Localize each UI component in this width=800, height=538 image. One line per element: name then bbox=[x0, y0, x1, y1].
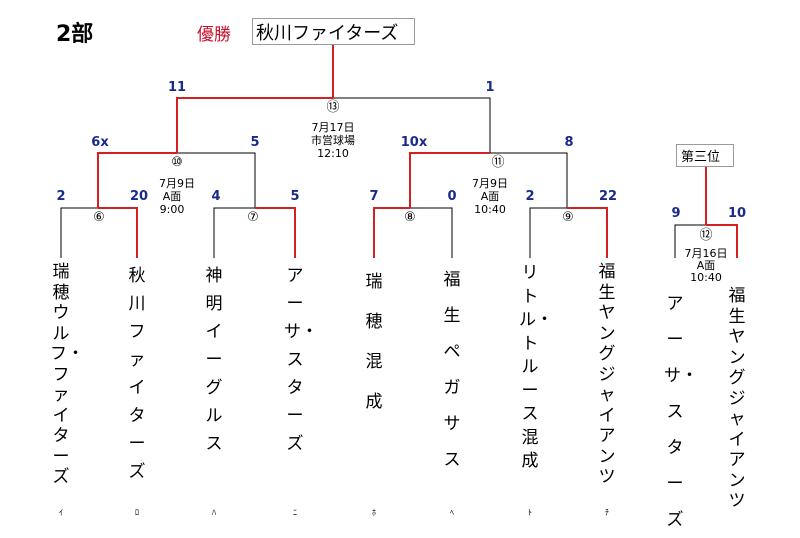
score-g8-right: 0 bbox=[447, 189, 457, 204]
champion-label: 優勝 bbox=[197, 25, 231, 45]
game-number-g10: ⑩ bbox=[171, 155, 183, 170]
team-marker-3: ﾊ bbox=[212, 508, 216, 517]
division-title: 2部 bbox=[56, 22, 94, 47]
team-name-1: 瑞穂ウルフ・ファイターズ bbox=[50, 262, 84, 487]
bracket-line-g6-left bbox=[60, 207, 98, 258]
bracket-line-g10-right bbox=[177, 152, 256, 208]
team-name-8: 福生ヤングジャイアンツ bbox=[598, 262, 616, 487]
team-name-2: 秋川ファイターズ bbox=[128, 266, 146, 482]
game-date-g10: 7月9日 bbox=[159, 177, 195, 190]
champion-box bbox=[252, 18, 415, 45]
score-g13-left: 11 bbox=[167, 80, 187, 95]
team-name-4: アーサ・スターズ bbox=[284, 266, 318, 454]
team-marker-7: ﾄ bbox=[528, 508, 532, 517]
team-name-10: 福生ヤングジャイアンツ bbox=[728, 286, 746, 511]
bracket-line-g9-left bbox=[529, 207, 567, 258]
game-field-g11: A面 bbox=[480, 190, 500, 203]
champion-name: 秋川ファイターズ bbox=[256, 23, 399, 44]
score-g12-left: 9 bbox=[671, 206, 681, 221]
score-g10-left: 6x bbox=[91, 135, 109, 150]
winner-line-g11 bbox=[409, 152, 490, 208]
score-g11-left: 10x bbox=[400, 135, 428, 150]
game-number-g8: ⑧ bbox=[404, 210, 416, 225]
bracket-line-g7-left bbox=[213, 207, 255, 258]
game-field-g10: A面 bbox=[162, 190, 182, 203]
winner-line-g6 bbox=[98, 207, 138, 258]
game-time-g13: 12:10 bbox=[317, 147, 349, 160]
team-marker-5: ﾎ bbox=[372, 508, 376, 517]
bracket-line-g11-right bbox=[490, 152, 568, 208]
winner-line-g9 bbox=[567, 207, 608, 258]
score-g6-right: 20 bbox=[129, 189, 149, 204]
game-time-g10: 9:00 bbox=[159, 203, 185, 216]
team-name-9: アーサ・スターズ bbox=[664, 294, 698, 530]
game-field-g12: A面 bbox=[696, 259, 716, 272]
team-marker-8: ﾁ bbox=[605, 508, 609, 517]
game-number-g12: ⑫ bbox=[699, 228, 713, 243]
team-marker-4: ﾆ bbox=[293, 508, 297, 517]
game-number-g13: ⑬ bbox=[326, 100, 340, 115]
team-marker-1: ｲ bbox=[59, 508, 63, 517]
team-name-6: 福生ペガサス bbox=[443, 270, 461, 470]
game-number-g11: ⑪ bbox=[491, 155, 505, 170]
game-date-g12: 7月16日 bbox=[684, 247, 728, 260]
score-g8-left: 7 bbox=[369, 189, 379, 204]
game-number-g6: ⑥ bbox=[93, 210, 105, 225]
team-marker-2: ﾛ bbox=[135, 508, 139, 517]
score-g13-right: 1 bbox=[485, 80, 495, 95]
team-name-5: 瑞穂混成 bbox=[365, 272, 383, 412]
score-g7-left: 4 bbox=[211, 189, 221, 204]
score-g10-right: 5 bbox=[250, 135, 260, 150]
game-number-g7: ⑦ bbox=[247, 210, 259, 225]
team-marker-6: ﾍ bbox=[450, 508, 454, 517]
winner-line-g13 bbox=[176, 97, 333, 153]
third-place-box bbox=[676, 144, 734, 167]
bracket-lines bbox=[60, 44, 738, 258]
winner-line-g12 bbox=[706, 224, 738, 258]
score-g9-left: 2 bbox=[525, 189, 535, 204]
game-time-g12: 10:40 bbox=[690, 271, 722, 284]
game-field-g13: 市営球場 bbox=[311, 134, 355, 147]
winner-line-g10 bbox=[97, 152, 177, 208]
score-g11-right: 8 bbox=[564, 135, 574, 150]
winner-line-g8 bbox=[373, 207, 410, 258]
score-g12-right: 10 bbox=[727, 206, 747, 221]
winner-line-g7 bbox=[255, 207, 296, 258]
score-g9-right: 22 bbox=[598, 189, 618, 204]
game-time-g11: 10:40 bbox=[474, 203, 506, 216]
bracket-line-g8-right bbox=[410, 207, 453, 258]
score-g6-left: 2 bbox=[56, 189, 66, 204]
bracket-line-g12-left bbox=[674, 224, 706, 258]
game-date-g13: 7月17日 bbox=[311, 121, 355, 134]
score-g7-right: 5 bbox=[290, 189, 300, 204]
team-name-7: リトル・トルース混成 bbox=[519, 263, 553, 471]
third-place-label: 第三位 bbox=[681, 150, 721, 165]
game-date-g11: 7月9日 bbox=[472, 177, 508, 190]
bracket-line-g13-right bbox=[333, 97, 491, 153]
team-name-3: 神明イーグルス bbox=[205, 266, 223, 454]
game-number-g9: ⑨ bbox=[562, 210, 574, 225]
